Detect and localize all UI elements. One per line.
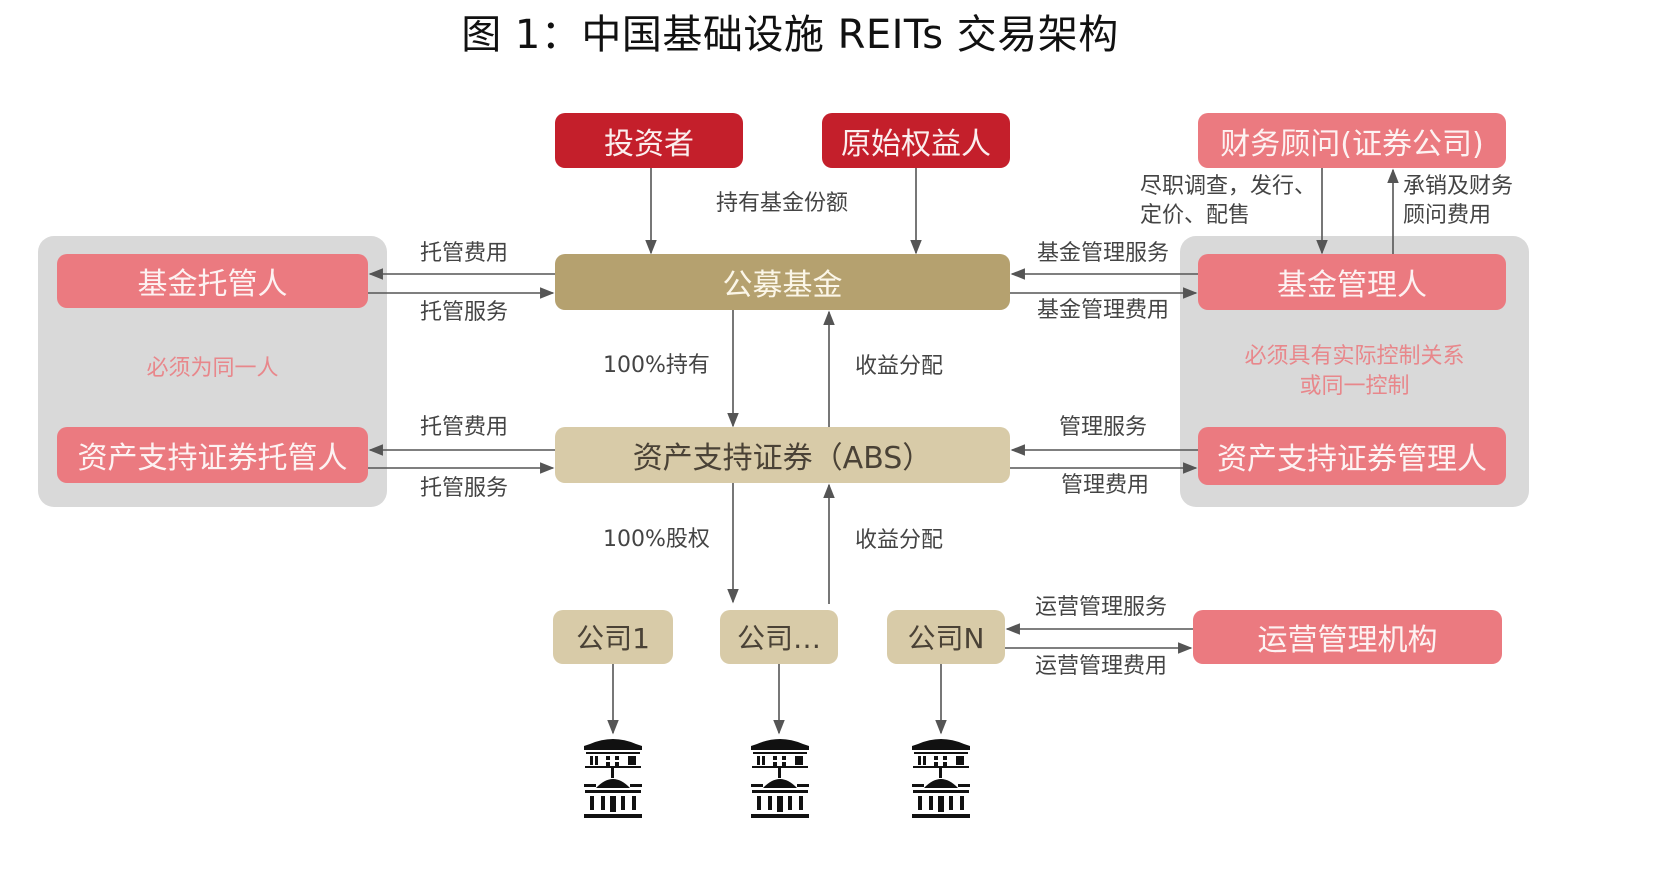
building-icon: [912, 739, 970, 818]
label-advisor-up-line1: 承销及财务: [1403, 174, 1514, 199]
original-owner-node: 原始权益人: [822, 113, 1010, 168]
building-icon: [584, 739, 642, 818]
label-hold-fund-shares: 持有基金份额: [716, 191, 849, 216]
label-custody-service-top: 托管服务: [420, 300, 509, 325]
financial-advisor-node: 财务顾问(证券公司): [1198, 113, 1506, 168]
company-1-node: 公司1: [553, 610, 673, 664]
label-advisor-down-line1: 尽职调查，发行、: [1140, 174, 1317, 199]
right-group-note-line1: 必须具有实际控制关系: [1244, 344, 1465, 369]
right-group-note-line2: 或同一控制: [1299, 373, 1410, 399]
fund-custodian-node: 基金托管人: [57, 254, 368, 308]
label-advisor-up: 承销及财务 顾问费用: [1403, 173, 1513, 230]
operator-node: 运营管理机构: [1193, 610, 1502, 664]
label-custody-fee-top: 托管费用: [420, 241, 509, 266]
label-custody-fee-bottom: 托管费用: [420, 415, 509, 440]
right-group-note: 必须具有实际控制关系 或同一控制: [1180, 342, 1529, 401]
public-fund-node: 公募基金: [555, 254, 1010, 310]
label-ops-fee: 运营管理费用: [1035, 654, 1168, 679]
label-mgmt-service: 管理服务: [1059, 415, 1148, 440]
company-n-node: 公司N: [887, 610, 1005, 664]
abs-manager-node: 资产支持证券管理人: [1198, 427, 1506, 485]
label-income-dist-top: 收益分配: [855, 354, 944, 379]
label-fund-mgmt-service: 基金管理服务: [1037, 241, 1170, 266]
fund-manager-node: 基金管理人: [1198, 254, 1506, 310]
label-advisor-down-line2: 定价、配售: [1140, 202, 1251, 228]
label-advisor-down: 尽职调查，发行、 定价、配售: [1140, 173, 1316, 230]
label-advisor-up-line2: 顾问费用: [1403, 202, 1492, 228]
abs-node: 资产支持证券（ABS）: [555, 427, 1010, 483]
left-group-note: 必须为同一人: [146, 356, 279, 381]
label-fund-mgmt-fee: 基金管理费用: [1037, 298, 1170, 323]
label-ops-service: 运营管理服务: [1035, 595, 1168, 620]
building-icon: [751, 739, 809, 818]
label-custody-service-bottom: 托管服务: [420, 476, 509, 501]
label-hold-100: 100%持有: [603, 353, 710, 378]
investor-node: 投资者: [555, 113, 743, 168]
label-income-dist-bottom: 收益分配: [855, 528, 944, 553]
diagram-title: 图 1：中国基础设施 REITs 交易架构: [461, 12, 1119, 58]
abs-custodian-node: 资产支持证券托管人: [57, 427, 368, 483]
company-etc-node: 公司…: [720, 610, 838, 664]
label-mgmt-fee: 管理费用: [1061, 473, 1150, 498]
label-equity-100: 100%股权: [603, 527, 710, 552]
